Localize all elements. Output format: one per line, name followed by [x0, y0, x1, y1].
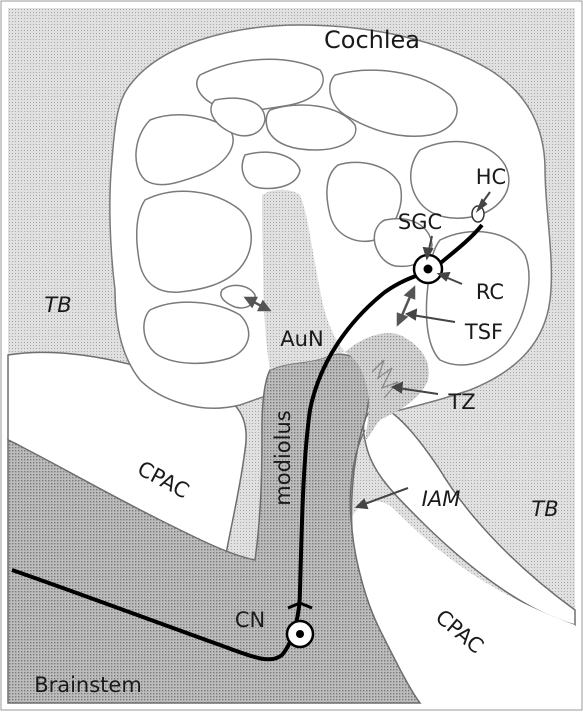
- label-hc: HC: [476, 165, 506, 189]
- cn-nucleus: [296, 630, 304, 638]
- label-tb-right: TB: [531, 497, 558, 521]
- label-cochlea: Cochlea: [324, 26, 420, 54]
- label-cn: CN: [235, 608, 265, 632]
- label-aun: AuN: [280, 327, 323, 351]
- label-iam: IAM: [422, 487, 461, 511]
- label-modiolus: modiolus: [271, 410, 295, 505]
- label-brainstem: Brainstem: [34, 673, 142, 697]
- label-tz: TZ: [447, 390, 475, 414]
- label-sgc: SGC: [398, 210, 442, 234]
- label-tb-left: TB: [44, 293, 71, 317]
- sgc-nucleus: [424, 265, 433, 274]
- label-rc: RC: [476, 280, 504, 304]
- label-tsf: TSF: [464, 320, 503, 344]
